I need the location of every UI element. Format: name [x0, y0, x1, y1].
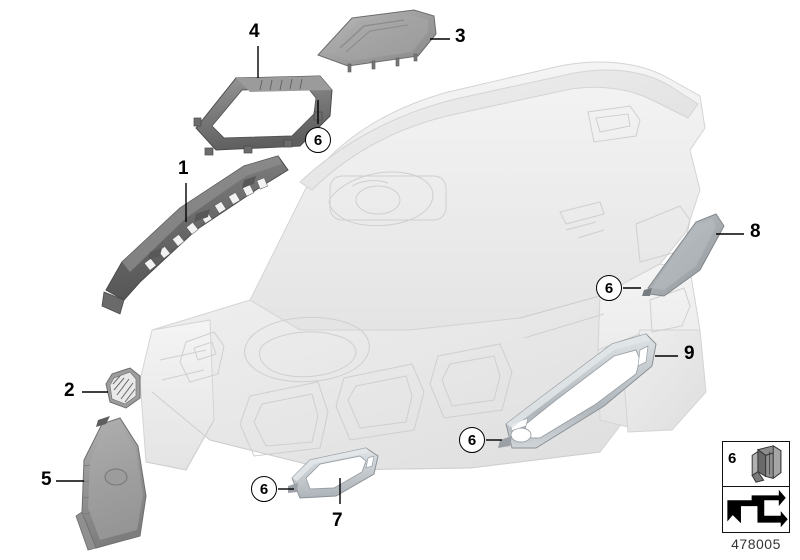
assembly-direction-arrow-icon — [727, 489, 788, 528]
retaining-clip-icon — [751, 444, 782, 483]
legend-arrow-cell — [723, 487, 789, 532]
part-9-shape — [498, 333, 657, 449]
clip-callout-6: 6 — [251, 476, 277, 502]
legend-box: 6 — [722, 441, 790, 533]
diagram-number: 478005 — [731, 536, 781, 552]
part-2-shape — [105, 367, 141, 409]
part-3-shape — [317, 9, 437, 73]
part-callout-7: 7 — [332, 510, 343, 531]
clip-callout-6: 6 — [305, 127, 331, 153]
legend-clip-cell: 6 — [723, 442, 789, 487]
part-callout-5: 5 — [41, 469, 52, 490]
part-7-shape — [288, 447, 379, 499]
part-callout-1: 1 — [178, 158, 189, 179]
part-4-shape — [193, 75, 333, 156]
part-1-shape — [101, 155, 289, 315]
part-5-shape — [75, 416, 147, 551]
part-callout-9: 9 — [684, 343, 695, 364]
part-8-shape — [642, 213, 725, 297]
part-callout-8: 8 — [750, 221, 761, 242]
legend-clip-number: 6 — [728, 450, 737, 467]
clip-callout-6: 6 — [596, 275, 622, 301]
part-callout-4: 4 — [249, 21, 260, 42]
part-callout-2: 2 — [64, 380, 75, 401]
clip-callout-6: 6 — [459, 427, 485, 453]
part-callout-3: 3 — [455, 26, 466, 47]
